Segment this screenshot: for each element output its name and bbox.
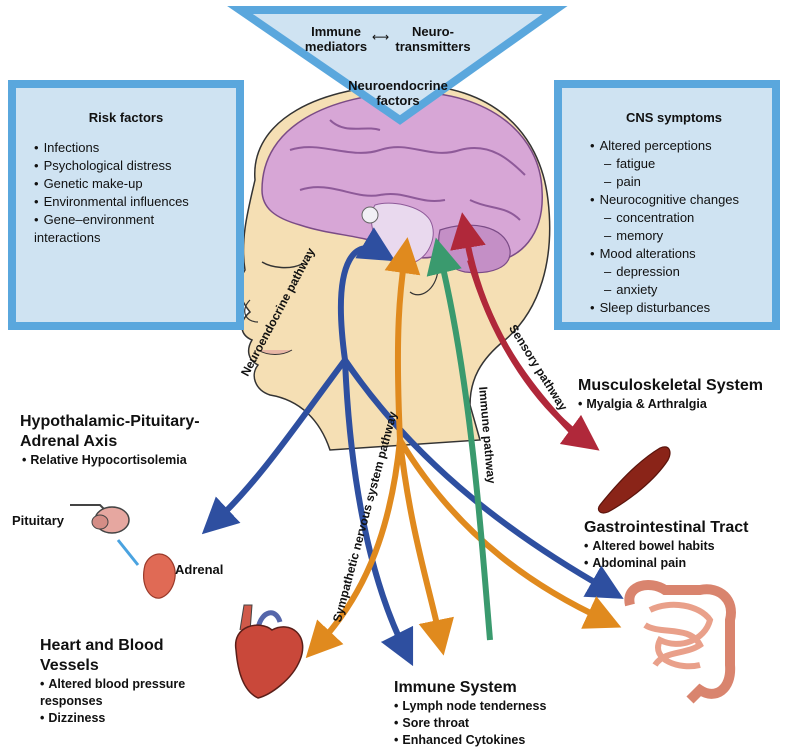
gastrointestinal-item: Altered bowel habits [584,538,784,555]
heart-title: Heart and Blood Vessels [40,636,200,676]
intestines-illustration [629,585,731,700]
list-item: Altered perceptions [590,137,758,155]
hpa-item: Relative Hypocortisolemia [22,452,235,469]
list-subitem: memory [590,227,758,245]
list-item: Sleep disturbances [590,299,758,317]
list-subitem: concentration [590,209,758,227]
list-item: Neurocognitive changes [590,191,758,209]
risk-factors-list: Infections Psychological distress Geneti… [34,139,218,247]
immune-system-item: Lymph node tenderness [394,698,594,715]
triangle-neurotransmitters: Neuro-transmitters [388,24,478,54]
gastrointestinal-title: Gastrointestinal Tract [584,518,784,538]
list-subitem: fatigue [590,155,758,173]
list-item: Environmental influences [34,193,218,211]
immune-system-section: Immune System Lymph node tenderness Sore… [394,678,594,749]
musculoskeletal-item: Myalgia & Arthralgia [578,396,783,413]
list-subitem: anxiety [590,281,758,299]
muscle-illustration [598,447,670,513]
hpa-title: Hypothalamic-Pituitary-Adrenal Axis [20,412,235,452]
musculoskeletal-title: Musculoskeletal System [578,376,783,396]
triangle-immune-mediators: Immune mediators [300,24,372,54]
musculoskeletal-section: Musculoskeletal System Myalgia & Arthral… [578,376,783,413]
heart-section: Heart and Blood Vessels Altered blood pr… [40,636,220,727]
adrenal-illustration [144,554,176,598]
gastrointestinal-item: Abdominal pain [584,555,784,572]
list-item: Genetic make-up [34,175,218,193]
hpa-link [118,540,138,565]
triangle-neuroendocrine-factors: Neuroendocrine factors [338,78,458,108]
pituitary-illustration [70,505,129,533]
list-item: Mood alterations [590,245,758,263]
risk-factors-panel: Risk factors Infections Psychological di… [8,80,244,330]
heart-item: Dizziness [40,710,220,727]
adrenal-label: Adrenal [175,562,223,577]
pituitary-label: Pituitary [12,513,64,528]
heart-illustration [236,605,303,698]
cns-symptoms-list: Altered perceptions fatigue pain Neuroco… [590,137,758,317]
hpa-section: Hypothalamic-Pituitary-Adrenal Axis Rela… [20,412,235,469]
list-subitem: depression [590,263,758,281]
triangle-arrow-horizontal-icon: ⟷ [372,30,389,44]
heart-item: Altered blood pressure responses [40,676,222,710]
immune-system-item: Sore throat [394,715,594,732]
cns-symptoms-panel: CNS symptoms Altered perceptions fatigue… [554,80,780,330]
immune-system-title: Immune System [394,678,594,698]
list-item: Gene–environment interactions [34,211,218,247]
list-subitem: pain [590,173,758,191]
risk-factors-title: Risk factors [34,110,218,125]
immune-system-item: Enhanced Cytokines [394,732,594,749]
cns-symptoms-title: CNS symptoms [590,110,758,125]
list-item: Infections [34,139,218,157]
gastrointestinal-section: Gastrointestinal Tract Altered bowel hab… [584,518,784,572]
list-item: Psychological distress [34,157,218,175]
